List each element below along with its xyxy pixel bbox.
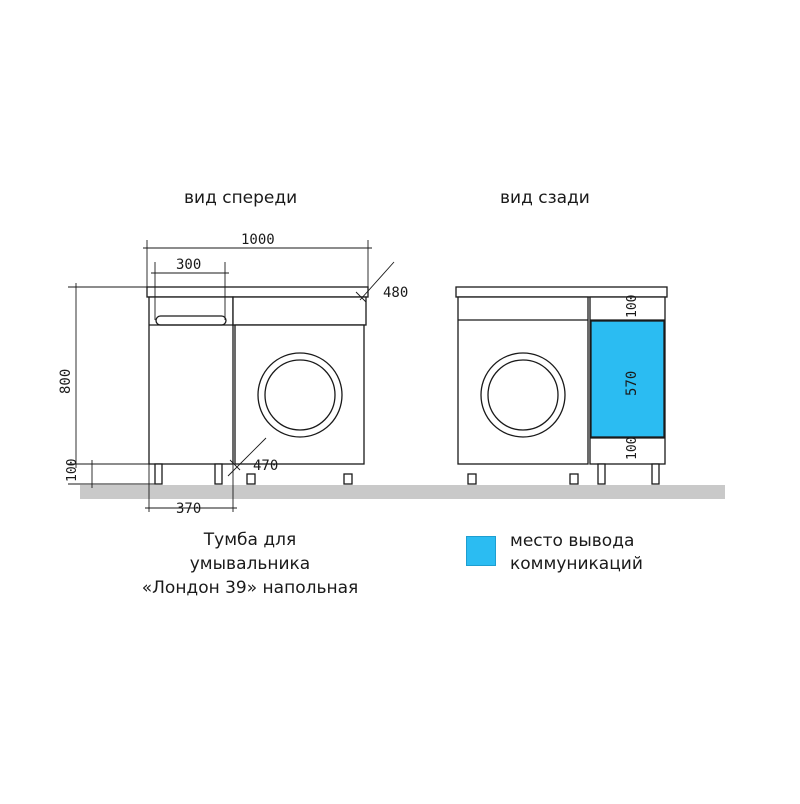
caption-line: умывальника <box>189 554 311 574</box>
floor <box>80 485 725 499</box>
front-washer-foot <box>246 473 256 485</box>
front-dimensions <box>68 240 395 512</box>
front-worktop <box>146 286 369 298</box>
legend-swatch <box>466 536 496 566</box>
front-leg <box>154 463 163 485</box>
dim-back-top: 100 <box>625 295 640 318</box>
back-washer-foot <box>569 473 579 485</box>
back-washer-door-outer <box>480 352 566 438</box>
back-leg <box>597 463 606 485</box>
back-leg <box>651 463 660 485</box>
back-washer-body <box>457 296 589 465</box>
back-view-title: вид сзади <box>500 188 590 208</box>
legend-line: место вывода <box>510 531 635 551</box>
dim-front-inner-depth: 470 <box>253 458 278 474</box>
front-drawer-handle <box>155 315 227 326</box>
caption-line: Тумба для <box>203 530 297 550</box>
dim-front-width: 1000 <box>241 232 275 248</box>
back-service-zone <box>590 320 665 438</box>
dim-front-legs: 100 <box>65 459 80 482</box>
front-leg <box>214 463 223 485</box>
front-view-title: вид спереди <box>184 188 298 208</box>
front-washer-foot <box>343 473 353 485</box>
dim-back-service: 570 <box>624 371 640 396</box>
front-washer-body <box>234 324 365 465</box>
dim-front-drawer-width: 300 <box>176 257 201 273</box>
dim-front-depth: 480 <box>383 285 408 301</box>
front-washer-door-outer <box>257 352 343 438</box>
legend-text: место вывода коммуникаций <box>510 530 643 576</box>
back-dimensions <box>620 296 632 465</box>
legend-line: коммуникаций <box>510 554 643 574</box>
back-washer-foot <box>467 473 477 485</box>
dim-front-height: 800 <box>58 369 74 394</box>
front-view <box>146 286 369 485</box>
back-washer-door-inner <box>487 359 559 431</box>
front-cabinet <box>148 296 234 465</box>
product-caption: Тумба для умывальника «Лондон 39» наполь… <box>110 528 390 600</box>
front-top-panel <box>232 296 367 326</box>
front-washer-door-inner <box>264 359 336 431</box>
dim-front-cabinet-width: 370 <box>176 501 201 517</box>
dim-back-bottom: 100 <box>625 437 640 460</box>
caption-line: «Лондон 39» напольная <box>141 578 359 598</box>
